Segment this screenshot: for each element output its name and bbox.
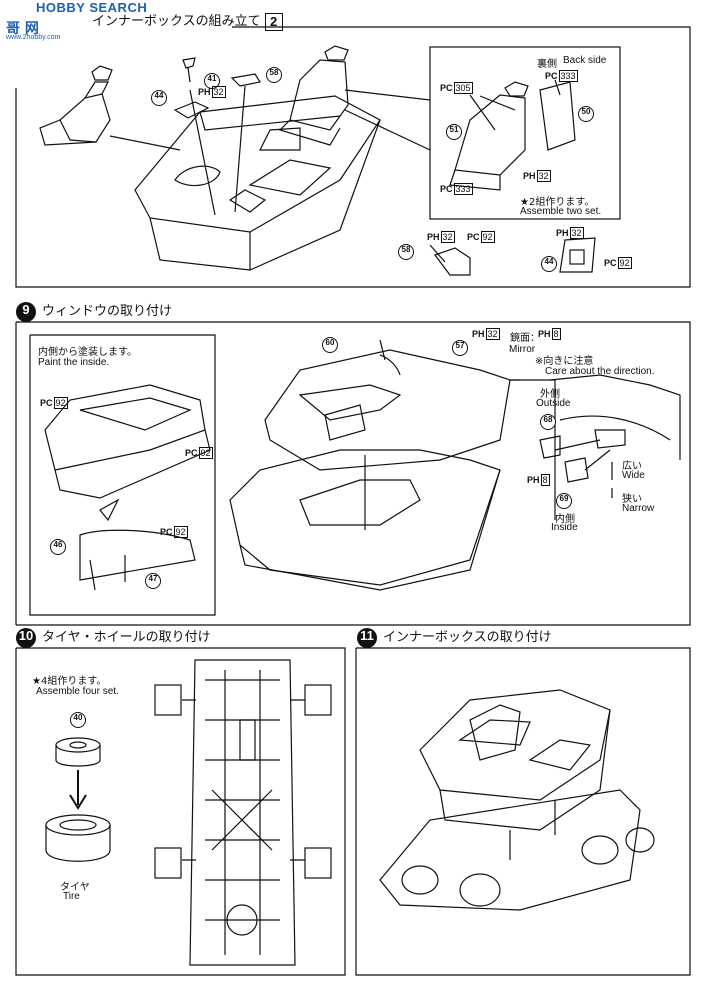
step-9-badge: 9 [16, 301, 36, 322]
care-direction-jp: ※向きに注意 [535, 356, 594, 367]
part-44-bottom-label: 44 [541, 256, 557, 272]
assemble-two-en: Assemble two set. [520, 206, 602, 217]
narrow-en: Narrow [622, 503, 655, 514]
back-side-jp: 裏側 [537, 59, 557, 70]
back-side-en: Back side [563, 55, 607, 66]
outside-jp: 外側 [540, 389, 560, 400]
step-number-box: 2 [264, 12, 283, 31]
watermark-brand: HOBBY SEARCH [36, 0, 148, 15]
tire-jp: タイヤ [60, 882, 90, 893]
assemble-four-en: Assemble four set. [36, 686, 119, 697]
step-11-badge: 11 [357, 627, 377, 648]
narrow-jp: 狭い [622, 494, 642, 505]
part-69-label: 69 [556, 493, 572, 509]
part-46-label: 46 [50, 539, 66, 555]
outside-en: Outside [536, 398, 571, 409]
part-58-bottom-label: 58 [398, 244, 414, 260]
paint-inside-jp: 内側から塗装します。 [38, 347, 137, 358]
watermark-url: www.2hobby.com [6, 34, 61, 41]
part-51-label: 51 [446, 124, 462, 140]
part-68-label: 68 [540, 414, 556, 430]
step-10-badge: 10 [16, 627, 36, 648]
part-57-label: 57 [452, 340, 468, 356]
part-58-label: 58 [266, 67, 282, 83]
mirror-en: Mirror [509, 344, 536, 355]
part-40-label: 40 [70, 712, 86, 728]
part-44-label: 44 [151, 90, 167, 106]
tire-en: Tire [63, 891, 80, 902]
watermark-mark: 哥 网 [6, 21, 39, 37]
part-47-label: 47 [145, 573, 161, 589]
wide-jp: 広い [622, 461, 642, 472]
inside-jp: 内側 [555, 514, 575, 525]
care-direction-en: Care about the direction. [545, 366, 655, 377]
watermark-logo: HOBBY SEARCH 哥 网 www.2hobby.com [0, 0, 150, 41]
wide-en: Wide [622, 470, 645, 481]
mirror-jp: 鏡面： [510, 333, 540, 344]
paint-inside-en: Paint the inside. [38, 357, 110, 368]
inside-en: Inside [551, 522, 578, 533]
part-50-label: 50 [578, 106, 594, 122]
assemble-four-jp: ★4組作ります。 [32, 676, 107, 687]
part-60-label: 60 [322, 337, 338, 353]
assemble-two-jp: ★2組作ります。 [520, 197, 595, 208]
